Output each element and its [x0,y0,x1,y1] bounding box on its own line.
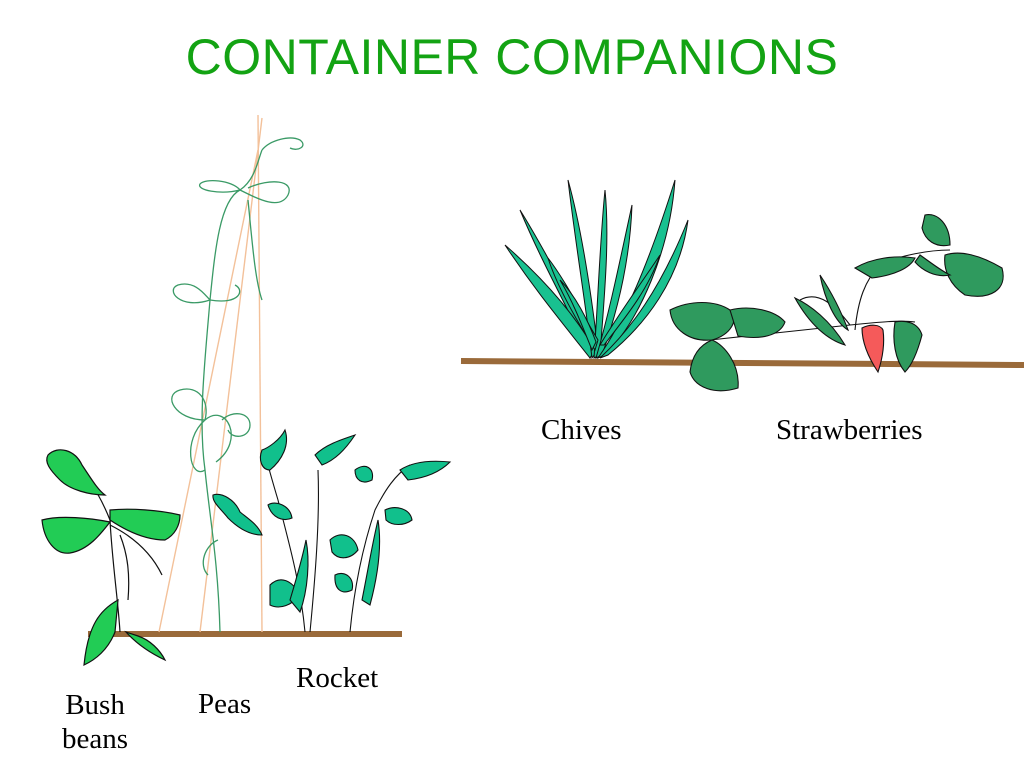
bush-beans-plant [41,449,181,666]
rocket-plant [212,428,452,633]
bush-beans-label-line2: beans [62,723,129,755]
peas-plant [171,137,304,633]
rocket-label: Rocket [296,662,379,694]
bush-beans-label: Bush beans [62,688,128,756]
chives-label: Chives [541,414,622,446]
slide-title: CONTAINER COMPANIONS [185,29,839,85]
strawberries-plant [669,214,1004,392]
chives-plant [504,179,689,360]
right-container-soil [460,358,1024,368]
bush-beans-label-line1: Bush [65,689,125,721]
pea-stakes [158,114,263,633]
peas-label: Peas [198,688,252,720]
strawberries-label: Strawberries [776,414,923,446]
